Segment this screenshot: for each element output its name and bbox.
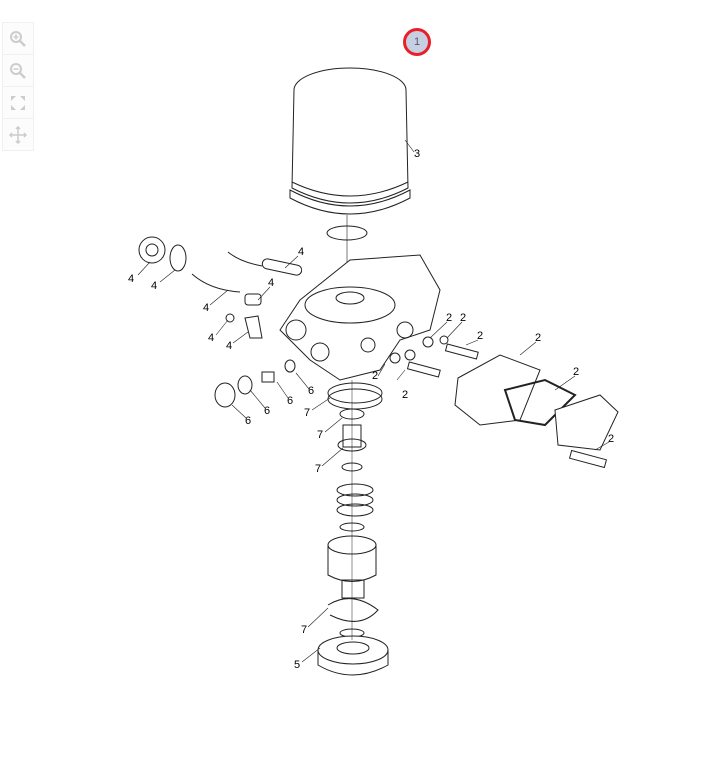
callout-4[interactable]: 4	[298, 246, 305, 258]
callout-7[interactable]: 7	[301, 624, 308, 636]
valve-housing-part[interactable]	[279, 254, 441, 381]
callout-4[interactable]: 4	[151, 280, 158, 292]
callout-4[interactable]: 4	[128, 273, 135, 285]
callout-4[interactable]: 4	[203, 302, 210, 314]
zoom-out-button[interactable]	[3, 55, 33, 87]
viewer-toolbar	[2, 22, 34, 151]
zoom-in-button[interactable]	[3, 23, 33, 55]
fit-to-screen-button[interactable]	[3, 87, 33, 119]
move-icon	[9, 125, 27, 144]
callout-2[interactable]: 2	[460, 312, 467, 324]
callout-4[interactable]: 4	[268, 277, 275, 289]
callout-7[interactable]: 7	[304, 407, 311, 419]
callout-4[interactable]: 4	[226, 340, 233, 352]
callout-6[interactable]: 6	[308, 385, 315, 397]
expand-icon	[11, 95, 25, 110]
zoom-in-icon	[10, 30, 26, 47]
callout-6[interactable]: 6	[264, 405, 271, 417]
callout-6[interactable]: 6	[287, 395, 294, 407]
callout-7[interactable]: 7	[315, 463, 322, 475]
callout-2[interactable]: 2	[446, 312, 453, 324]
callout-2[interactable]: 2	[573, 366, 580, 378]
callout-2[interactable]: 2	[477, 330, 484, 342]
zoom-out-icon	[10, 62, 26, 79]
callout-6[interactable]: 6	[245, 415, 252, 427]
callout-2[interactable]: 2	[402, 389, 409, 401]
callout-2[interactable]: 2	[608, 433, 615, 445]
callout-5[interactable]: 5	[294, 659, 301, 671]
callout-7[interactable]: 7	[317, 429, 324, 441]
callout-4[interactable]: 4	[208, 332, 215, 344]
callout-3[interactable]: 3	[414, 148, 421, 160]
callout-2[interactable]: 2	[535, 332, 542, 344]
callout-2[interactable]: 2	[372, 370, 379, 382]
page-badge[interactable]: 1	[403, 28, 431, 56]
cartridge-part[interactable]	[289, 67, 411, 215]
pan-button[interactable]	[3, 119, 33, 150]
